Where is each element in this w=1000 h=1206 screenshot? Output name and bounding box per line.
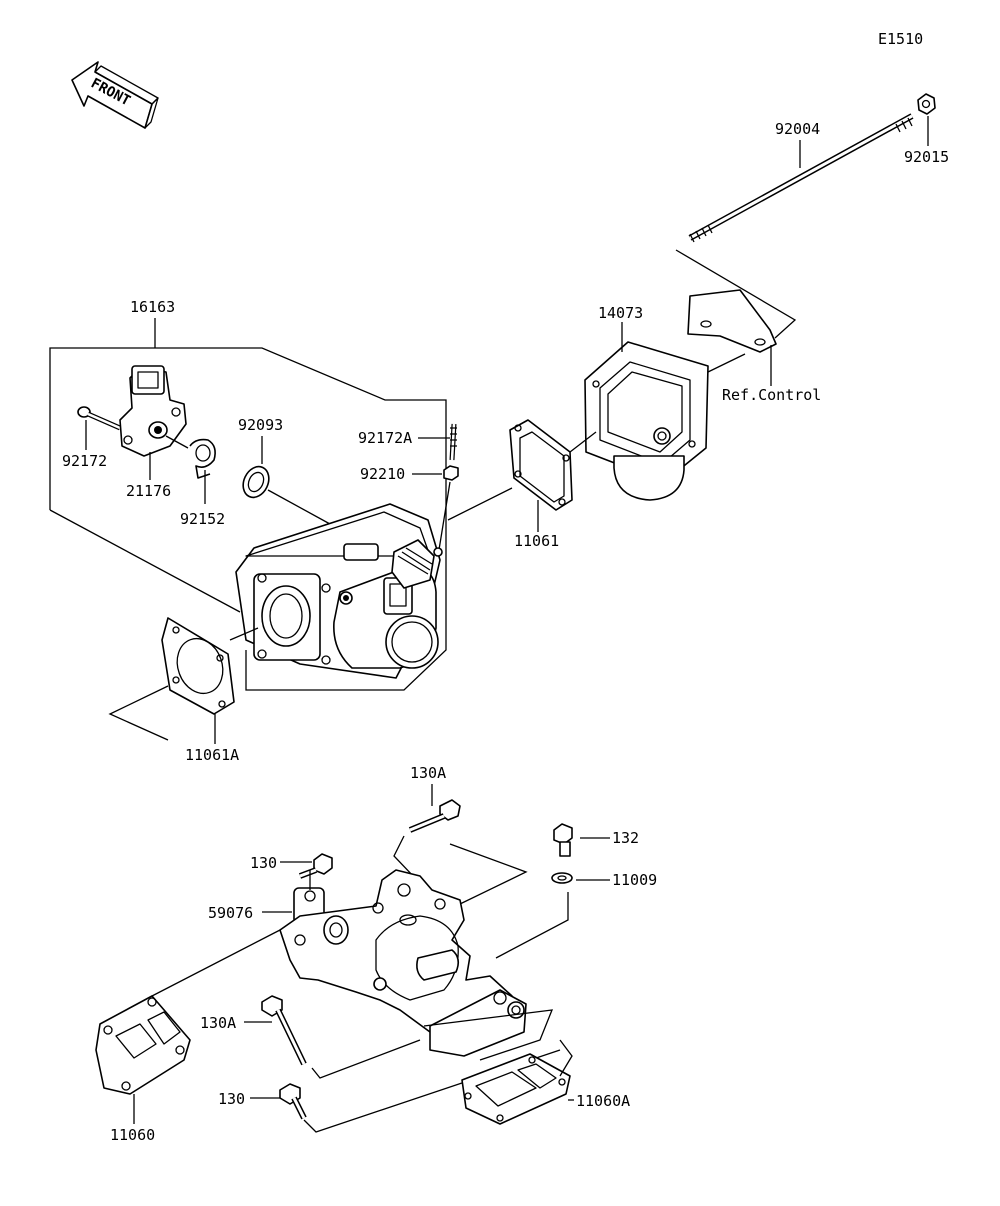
link-92210 — [437, 481, 451, 557]
clip-92152[interactable] — [189, 438, 216, 479]
link-21176 — [165, 435, 189, 449]
nut-92210[interactable] — [443, 465, 459, 481]
bolt-130A-bot[interactable] — [261, 995, 307, 1066]
intake-manifold[interactable] — [279, 869, 527, 1057]
gasket-11061[interactable] — [509, 419, 573, 511]
link-14073-bracket — [707, 353, 746, 373]
group-line-92004 — [675, 249, 797, 339]
label-130-top: 130 — [250, 854, 277, 872]
link-11061-duct — [569, 431, 597, 453]
duct-14073[interactable] — [584, 341, 709, 501]
gasket-11061A[interactable] — [161, 617, 235, 715]
label-92172: 92172 — [62, 452, 107, 470]
label-92210: 92210 — [360, 465, 405, 483]
bolt-132[interactable] — [553, 823, 573, 857]
ref-control-label: Ref.Control — [722, 386, 821, 404]
bolt-130-bot[interactable] — [279, 1083, 307, 1120]
bracket-ref-control — [687, 289, 777, 353]
link-92093 — [267, 489, 331, 525]
group-line-16163-a — [49, 509, 241, 613]
label-130-bot: 130 — [218, 1090, 245, 1108]
diagram-code: E1510 — [878, 30, 923, 48]
group-line-upper — [449, 843, 528, 905]
label-92004: 92004 — [775, 120, 820, 138]
link-11061A — [229, 627, 259, 641]
label-16163: 16163 — [130, 298, 175, 316]
group-line-manifold — [423, 1009, 554, 1061]
label-14073: 14073 — [598, 304, 643, 322]
link-130A-bot — [311, 1039, 421, 1079]
label-21176: 21176 — [126, 482, 171, 500]
throttle-body[interactable] — [235, 503, 443, 679]
label-11060A: 11060A — [576, 1092, 630, 1110]
label-59076: 59076 — [208, 904, 253, 922]
label-130A-top: 130A — [410, 764, 446, 782]
sensor-21176[interactable] — [119, 365, 187, 457]
nut-92015[interactable] — [917, 93, 936, 115]
label-132: 132 — [612, 829, 639, 847]
gasket-11060[interactable] — [95, 995, 191, 1095]
gasket-11060A[interactable] — [461, 1053, 571, 1125]
oring-92093[interactable] — [238, 462, 273, 501]
label-11061A: 11061A — [185, 746, 239, 764]
link-11061-body — [447, 487, 513, 521]
bolt-130-top[interactable] — [298, 853, 333, 879]
front-arrow-icon: FRONT — [71, 61, 159, 129]
link-11060A — [559, 1039, 573, 1077]
label-11060: 11060 — [110, 1126, 155, 1144]
group-box-16163 — [49, 347, 447, 691]
stud-bolt-92004[interactable] — [688, 113, 914, 243]
label-11061: 11061 — [514, 532, 559, 550]
label-92152: 92152 — [180, 510, 225, 528]
label-92015: 92015 — [904, 148, 949, 166]
label-130A-bot: 130A — [200, 1014, 236, 1032]
group-line-11061A — [108, 685, 169, 741]
link-11060 — [151, 929, 281, 997]
washer-11009[interactable] — [551, 872, 573, 884]
label-92172A: 92172A — [358, 429, 412, 447]
bolt-130A-top[interactable] — [408, 799, 461, 833]
label-11009: 11009 — [612, 871, 657, 889]
stud-92172A[interactable] — [449, 423, 457, 461]
screw-92172[interactable] — [77, 406, 122, 431]
label-92093: 92093 — [238, 416, 283, 434]
link-11009 — [495, 892, 569, 959]
